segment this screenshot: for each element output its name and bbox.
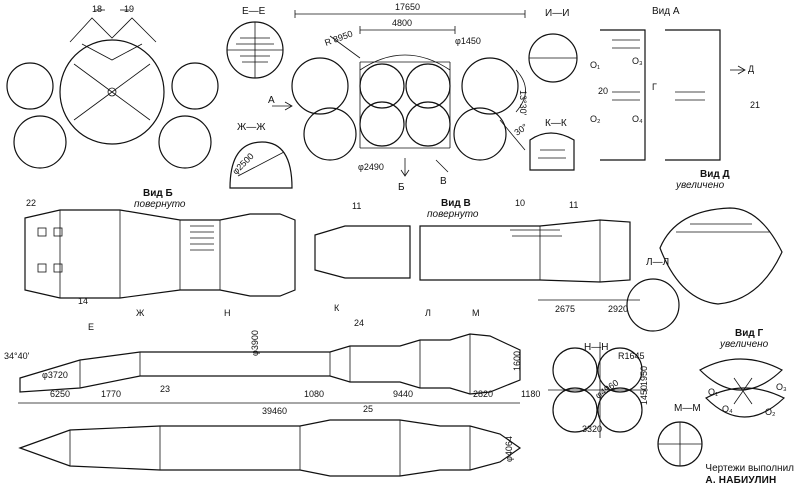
dim-2920: 2920	[608, 304, 628, 314]
bottom-side-view: φ4064	[18, 419, 522, 477]
dia-1450: φ1450	[455, 36, 481, 46]
view-g-o2: О₂	[765, 407, 776, 417]
top-center-cluster: 17650 4800 R 8950 φ1450 A	[268, 2, 530, 193]
angle-34-40: 34°40'	[4, 351, 30, 361]
view-a-o1: О₁	[590, 60, 600, 70]
r-8950: R 8950	[323, 29, 354, 48]
view-g-o1: О₁	[708, 387, 718, 397]
view-v-label: Вид В	[441, 198, 471, 209]
section-m-m-label: М—М	[674, 403, 701, 414]
sections-i-k: И—И К—К	[528, 8, 578, 171]
section-m-m: М—М	[657, 403, 703, 467]
main-side-view: 34°40' φ3720 φ3900 23 24 25 Е Ж Н К Л М …	[4, 303, 540, 416]
section-mark-e: Е	[88, 322, 94, 332]
callout-24: 24	[354, 318, 364, 328]
section-mark-l: Л	[425, 308, 431, 318]
section-e-e: Е—Е	[226, 6, 284, 79]
section-mark-m: М	[472, 308, 480, 318]
dim-1950: 1950	[639, 366, 649, 386]
view-a-g: Г	[652, 82, 657, 92]
view-b-label: Вид Б	[143, 188, 173, 199]
section-mark-n: Н	[224, 308, 231, 318]
arrow-a: A	[268, 95, 275, 106]
callout-18: 18	[92, 4, 102, 14]
view-a-d: Д	[748, 64, 754, 74]
arrow-b: Б	[398, 182, 405, 193]
dim-6250: 6250	[50, 389, 70, 399]
dim-1450: 1450	[639, 385, 649, 405]
view-g-o4: О₄	[722, 404, 733, 414]
section-i-i-label: И—И	[545, 8, 569, 19]
view-d: Вид Д увеличено Л—Л	[626, 169, 783, 332]
dim-1180: 1180	[521, 389, 540, 399]
callout-10: 10	[515, 198, 525, 208]
section-zh-zh-label: Ж—Ж	[237, 122, 266, 133]
callout-14: 14	[78, 296, 88, 306]
section-n-n: Н—Н R1645 φ4960 1450 1950 3320	[548, 342, 649, 438]
section-n-n-label: Н—Н	[584, 342, 608, 353]
author-line-1: Чертежи выполнил	[705, 463, 794, 474]
callout-11-left: 11	[352, 201, 361, 211]
dim-1600: 1600	[512, 351, 522, 371]
view-g-label: Вид Г	[735, 328, 763, 339]
dim-2675: 2675	[555, 304, 575, 314]
callout-22: 22	[26, 198, 36, 208]
angle-13-30: 13°30'	[518, 90, 528, 116]
dia-4960: φ4960	[593, 378, 620, 401]
callout-25: 25	[363, 404, 373, 414]
section-k-k-label: К—К	[545, 118, 567, 129]
dim-3320: 3320	[582, 424, 602, 434]
dia-2500: φ2500	[230, 151, 255, 176]
view-g-sub: увеличено	[719, 339, 769, 350]
dim-1770: 1770	[101, 389, 121, 399]
view-v-sub: повернуто	[427, 209, 479, 220]
dim-1080: 1080	[304, 389, 324, 399]
view-d-sub: увеличено	[675, 180, 725, 191]
view-g-o3: О₃	[776, 382, 787, 392]
dia-4064: φ4064	[504, 436, 514, 462]
view-a-o3: О₃	[632, 56, 643, 66]
view-d-label: Вид Д	[700, 169, 730, 180]
view-b-sub: повернуто	[134, 199, 186, 210]
view-a-o2: О₂	[590, 114, 601, 124]
top-left-cluster: 18 19	[6, 4, 219, 169]
dim-39460: 39460	[262, 406, 287, 416]
section-e-e-label: Е—Е	[242, 6, 266, 17]
view-g: Вид Г увеличено О₁ О₂ О₃ О₄	[699, 328, 787, 418]
view-a-o4: О₄	[632, 114, 643, 124]
view-a-20: 20	[598, 86, 608, 96]
view-a-21: 21	[750, 100, 760, 110]
dim-2820: 2820	[473, 389, 493, 399]
view-a: Вид А О₁ О₂ О₃ О₄ Г Д 20 21	[590, 6, 760, 161]
section-mark-k: К	[334, 303, 340, 313]
section-mark-zh: Ж	[136, 308, 145, 318]
dia-3720: φ3720	[42, 370, 68, 380]
section-zh-zh: Ж—Ж φ2500	[229, 122, 293, 189]
dia-2490: φ2490	[358, 162, 384, 172]
author-credit: Чертежи выполнил А. НАБИУЛИН	[705, 463, 794, 487]
callout-11-right: 11	[569, 200, 578, 210]
dim-17650: 17650	[395, 2, 420, 12]
view-a-label: Вид А	[652, 6, 680, 17]
dim-9440: 9440	[393, 389, 413, 399]
callout-19: 19	[124, 4, 134, 14]
dim-4800: 4800	[392, 18, 412, 28]
dia-3900: φ3900	[250, 330, 260, 356]
author-line-2: А. НАБИУЛИН	[705, 475, 777, 486]
arrow-v: В	[440, 176, 447, 187]
r-1645: R1645	[618, 351, 645, 361]
angle-30: 30°	[512, 121, 529, 137]
section-l-l-label: Л—Л	[646, 257, 669, 268]
callout-23: 23	[160, 384, 170, 394]
view-v: Вид В повернуто 11 10 11 2675 2920	[314, 198, 640, 314]
view-b: Вид Б повернуто 22 14	[24, 188, 296, 306]
